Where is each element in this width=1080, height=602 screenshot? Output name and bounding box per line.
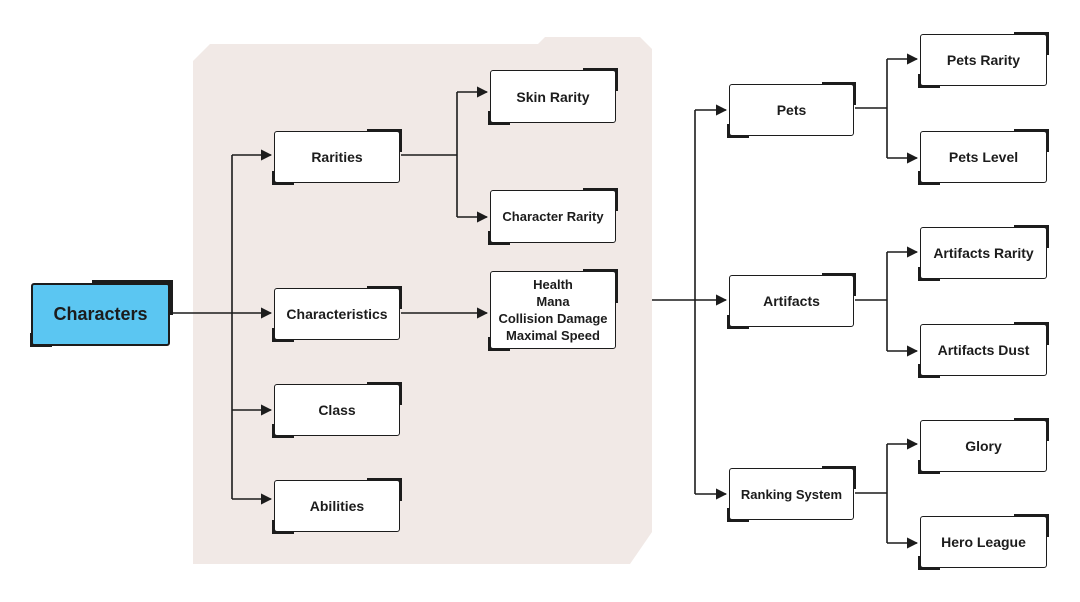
glory-node: Glory: [918, 418, 1049, 474]
skin-rarity-label: Skin Rarity: [516, 88, 590, 105]
glory-label: Glory: [965, 438, 1002, 454]
character-rarity-label: Character Rarity: [502, 209, 604, 224]
artifacts-dust-node: Artifacts Dust: [918, 322, 1049, 378]
stat-health: Health: [533, 277, 573, 292]
artifacts-rarity-label: Artifacts Rarity: [933, 245, 1034, 261]
abilities-node: Abilities: [272, 478, 402, 534]
ranking-system-node: Ranking System: [727, 466, 856, 522]
abilities-label: Abilities: [309, 498, 365, 514]
pets-node: Pets: [727, 82, 856, 138]
pets-level-label: Pets Level: [948, 149, 1019, 165]
pets-level-node: Pets Level: [918, 129, 1049, 185]
stat-mana: Mana: [536, 294, 570, 309]
pets-rarity-label: Pets Rarity: [946, 52, 1021, 68]
hero-league-label: Hero League: [941, 534, 1026, 550]
characters-label: Characters: [53, 304, 148, 324]
artifacts-rarity-node: Artifacts Rarity: [918, 225, 1049, 281]
artifacts-node: Artifacts: [727, 273, 856, 329]
stat-maximal-speed: Maximal Speed: [506, 328, 600, 343]
class-label: Class: [318, 402, 356, 418]
characters-node: Characters: [30, 280, 173, 347]
character-rarity-node: Character Rarity: [488, 188, 618, 245]
rarities-label: Rarities: [311, 149, 363, 165]
stat-collision-damage: Collision Damage: [498, 311, 608, 326]
rarities-node: Rarities: [272, 129, 402, 185]
characteristics-node: Characteristics: [272, 286, 402, 342]
skin-rarity-node: Skin Rarity: [488, 68, 618, 125]
pets-label: Pets: [776, 102, 807, 118]
ranking-system-label: Ranking System: [740, 486, 843, 502]
hero-league-node: Hero League: [918, 514, 1049, 570]
pets-rarity-node: Pets Rarity: [918, 32, 1049, 88]
artifacts-dust-label: Artifacts Dust: [937, 342, 1030, 358]
class-node: Class: [272, 382, 402, 438]
artifacts-label: Artifacts: [763, 293, 820, 309]
stats-node: Health Mana Collision Damage Maximal Spe…: [488, 269, 618, 351]
characteristics-label: Characteristics: [286, 306, 388, 322]
